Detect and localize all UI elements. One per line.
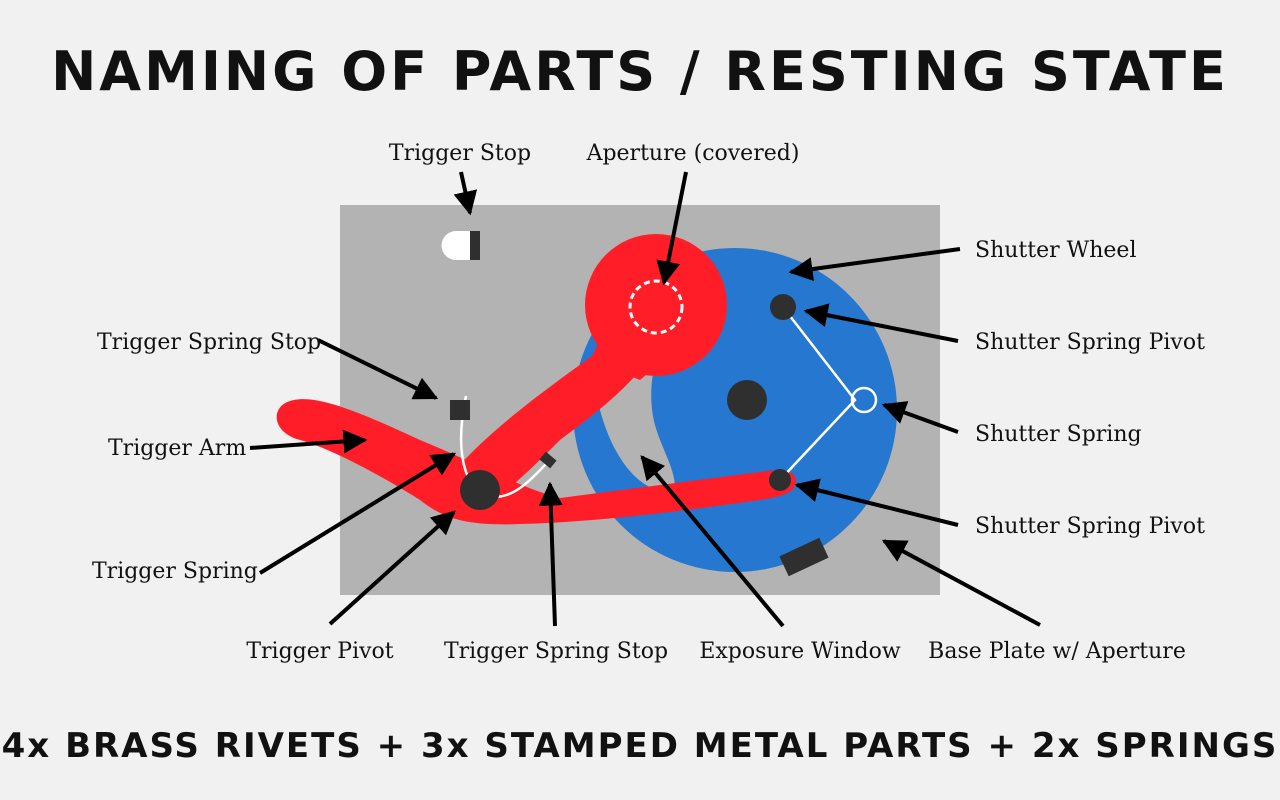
wheel-stop-tab bbox=[779, 537, 829, 577]
label-exposure-window: Exposure Window bbox=[699, 639, 901, 664]
label-shutter-spring: Shutter Spring bbox=[975, 422, 1142, 447]
page-title: NAMING OF PARTS / RESTING STATE bbox=[51, 40, 1229, 103]
leader-arrows bbox=[249, 171, 1041, 628]
label-trigger-stop: Trigger Stop bbox=[389, 141, 531, 166]
label-trigger-spring: Trigger Spring bbox=[92, 559, 258, 584]
parts-summary: 4x BRASS RIVETS + 3x STAMPED METAL PARTS… bbox=[1, 726, 1279, 766]
trigger-spring-stop-tab bbox=[539, 451, 557, 469]
shutter-spring bbox=[779, 306, 878, 481]
label-trigger-pivot: Trigger Pivot bbox=[246, 639, 393, 664]
label-aperture-covered: Aperture (covered) bbox=[586, 141, 800, 166]
label-trigger-spring-stop-bottom: Trigger Spring Stop bbox=[444, 639, 668, 664]
shutter-spring-pivot-bottom bbox=[769, 469, 791, 491]
trigger-spring-stop-square bbox=[450, 400, 470, 420]
aperture-cover bbox=[585, 234, 727, 376]
trigger bbox=[276, 234, 796, 525]
aperture-covered-outline bbox=[628, 279, 684, 335]
label-base-plate: Base Plate w/ Aperture bbox=[928, 639, 1186, 664]
wheel-center-rivet bbox=[727, 380, 767, 420]
shutter-spring-pivot-top bbox=[770, 294, 796, 320]
label-trigger-spring-stop-left: Trigger Spring Stop bbox=[97, 330, 321, 355]
trigger-stop bbox=[441, 231, 480, 260]
trigger-pivot bbox=[460, 470, 500, 510]
label-trigger-arm: Trigger Arm bbox=[108, 436, 246, 461]
trigger-arm bbox=[276, 399, 796, 525]
label-shutter-spring-pivot-top: Shutter Spring Pivot bbox=[975, 330, 1205, 355]
label-shutter-wheel: Shutter Wheel bbox=[975, 238, 1136, 263]
label-shutter-spring-pivot-bottom: Shutter Spring Pivot bbox=[975, 514, 1205, 539]
